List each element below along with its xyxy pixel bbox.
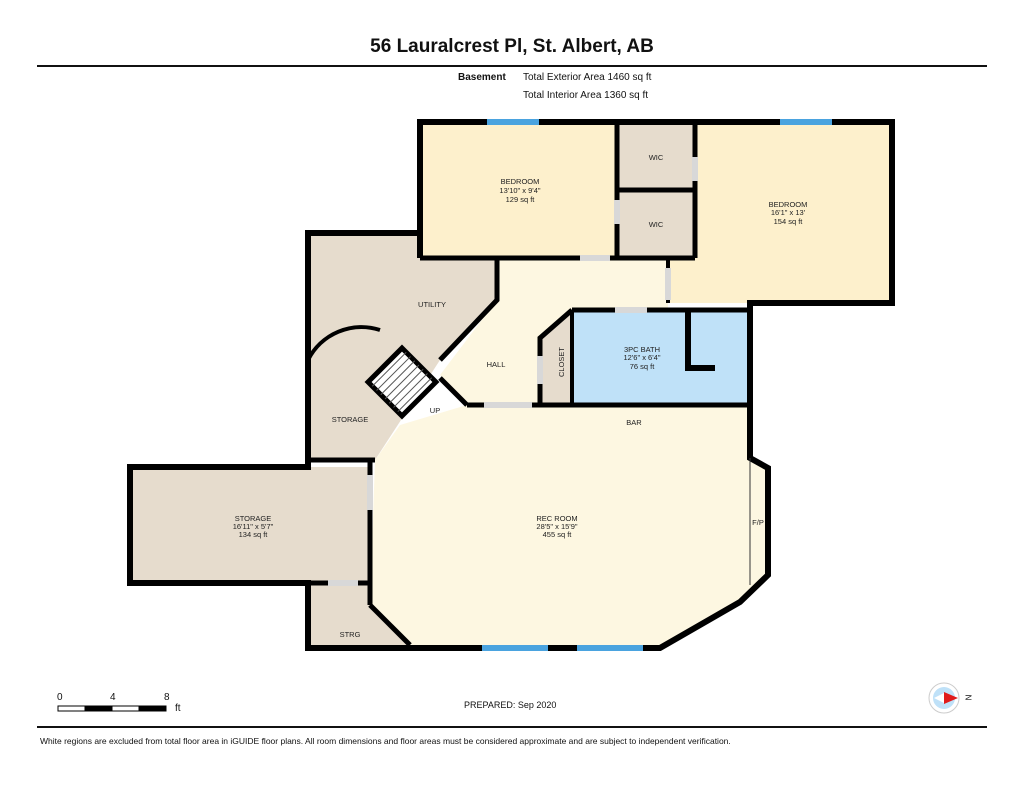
bedroom1-room: [420, 122, 617, 258]
bedroom2-room: [668, 122, 892, 303]
utility-name: UTILITY: [418, 300, 446, 309]
compass-label: N: [963, 694, 973, 701]
interior-area: Total Interior Area 1360 sq ft: [523, 90, 649, 101]
wic2-room: [617, 190, 695, 258]
up-label: UP: [430, 406, 440, 415]
bath-area: 76 sq ft: [630, 362, 656, 371]
rec-room: [370, 405, 768, 648]
scale-tick-0: 0: [57, 692, 63, 703]
fp-label: F/P: [752, 518, 764, 527]
bedroom2-dims: 16'1" x 13': [771, 208, 806, 217]
hall-name: HALL: [487, 360, 506, 369]
prepared-date: PREPARED: Sep 2020: [464, 700, 557, 710]
stairs: [364, 344, 440, 420]
disclaimer: White regions are excluded from total fl…: [40, 736, 731, 746]
strg-room: [308, 583, 410, 648]
storage-name: STORAGE: [235, 514, 272, 523]
scale-tick-4: 4: [110, 692, 116, 703]
closet-name: CLOSET: [557, 347, 566, 377]
storage-area: 134 sq ft: [239, 530, 269, 539]
storage-room: [130, 467, 370, 583]
bedroom1-dims: 13'10" x 9'4": [499, 186, 540, 195]
scale-bar: [57, 705, 167, 712]
bedroom2-name: BEDROOM: [769, 200, 808, 209]
strg-name: STRG: [340, 630, 361, 639]
page-title: 56 Lauralcrest Pl, St. Albert, AB: [370, 36, 654, 57]
storage-dims: 16'11" x 5'7": [233, 522, 274, 531]
bar-name: BAR: [626, 418, 642, 427]
scale-unit: ft: [175, 703, 181, 714]
wic1-name: WIC: [649, 153, 664, 162]
bedroom1-name: BEDROOM: [501, 177, 540, 186]
rec-dims: 28'5" x 15'9": [536, 522, 577, 531]
exterior-area: Total Exterior Area 1460 sq ft: [523, 72, 652, 83]
bath-dims: 12'6" x 6'4": [624, 353, 661, 362]
storage-small-name: STORAGE: [332, 415, 369, 424]
windows: [482, 119, 832, 651]
wic1-room: [617, 122, 695, 190]
bath-room: [572, 310, 750, 405]
compass-icon: [928, 682, 960, 714]
scale-tick-8: 8: [164, 692, 170, 703]
rec-name: REC ROOM: [536, 514, 577, 523]
bath-name: 3PC BATH: [624, 345, 660, 354]
header-divider: [37, 65, 987, 67]
wic2-name: WIC: [649, 220, 664, 229]
door-openings: [328, 157, 698, 586]
rec-area: 455 sq ft: [543, 530, 573, 539]
bedroom2-area: 154 sq ft: [774, 217, 804, 226]
bedroom1-area: 129 sq ft: [506, 195, 536, 204]
footer-divider: [37, 726, 987, 728]
floor-name: Basement: [458, 72, 506, 83]
